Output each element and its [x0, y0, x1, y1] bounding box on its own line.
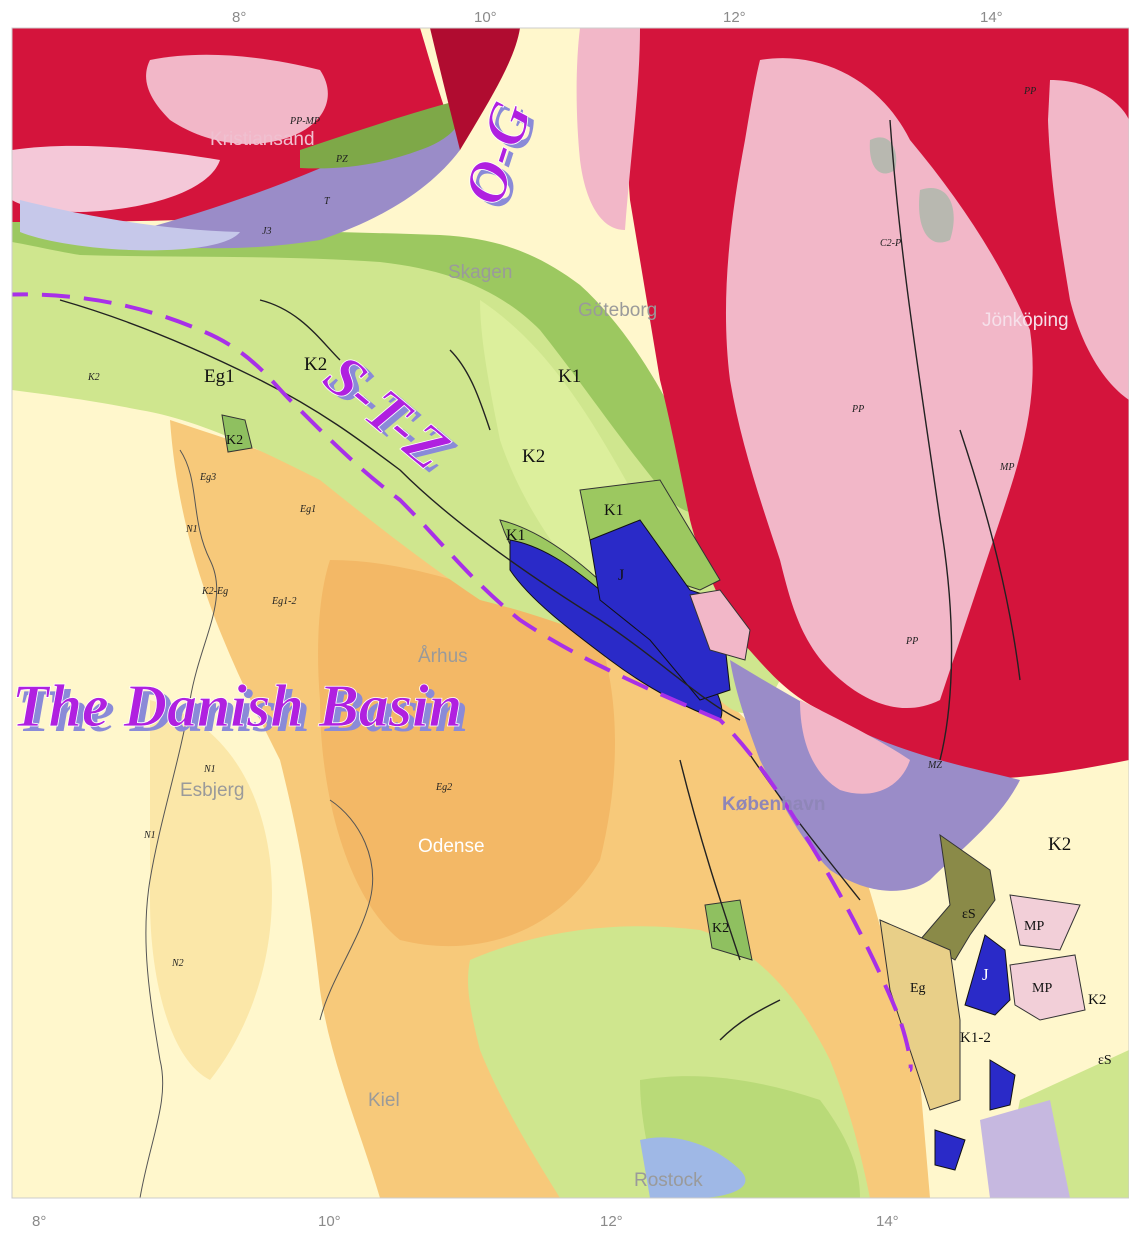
bornholm-jurassic-2 — [934, 1059, 1016, 1171]
kattegat-pink — [689, 589, 751, 661]
unit-label: K1-2 — [960, 1030, 991, 1046]
place-kristiansand: Kristiansand — [210, 129, 315, 150]
unit-label: εS — [1098, 1053, 1112, 1068]
unit-label: Eg — [910, 981, 926, 996]
place-arhus: Århus — [418, 646, 468, 667]
unit-label-small: PZ — [335, 154, 348, 165]
unit-label-small: C2-P — [880, 238, 901, 249]
tick-top-10: 10° — [474, 9, 497, 26]
tick-top-8: 8° — [232, 9, 246, 26]
kattegat-jurassic-2 — [589, 519, 731, 701]
coastline — [139, 449, 374, 1198]
bornholm-jurassic — [964, 934, 1011, 1016]
bornholm-olive — [919, 833, 996, 961]
fault-zone-dashed-line — [12, 292, 913, 1072]
cretaceous-k1-band — [12, 215, 707, 513]
unit-label: K1 — [604, 502, 624, 519]
skane-pink — [800, 700, 910, 794]
longitude-ticks-top: 8° 10° 12° 14° — [232, 9, 1003, 26]
unit-label-small: T — [324, 196, 331, 207]
unit-label-small: N1 — [185, 524, 198, 535]
basin-label: The Danish Basin — [12, 673, 462, 739]
unit-label-small: PP-MP — [289, 116, 320, 127]
tick-top-14: 14° — [980, 9, 1003, 26]
unit-label: K1 — [506, 527, 526, 544]
unit-label-small: PP — [1023, 86, 1036, 97]
rostock-bay — [640, 1137, 746, 1198]
tick-top-12: 12° — [723, 9, 746, 26]
skagerrak-light — [20, 200, 240, 251]
unit-label-small: N1 — [203, 764, 216, 775]
unit-label-small: PP — [851, 404, 864, 415]
map-frame — [11, 27, 1129, 1199]
permian-oslo — [12, 145, 220, 212]
place-odense: Odense — [418, 836, 485, 857]
sweden-pink-east — [1048, 80, 1129, 400]
unit-label: K2 — [522, 446, 545, 467]
unit-label-small: MZ — [927, 760, 942, 771]
unit-label-small: J3 — [262, 226, 271, 237]
unit-label: εS — [962, 907, 976, 922]
unit-label-small: Eg1 — [299, 504, 316, 515]
tick-bottom-14: 14° — [876, 1213, 899, 1230]
skagerrak-green — [300, 100, 463, 169]
palaeogene-inner — [318, 560, 615, 947]
unit-label: J — [618, 567, 624, 584]
unit-label: Eg1 — [204, 366, 235, 387]
kattegat-jurassic — [509, 539, 723, 721]
unit-label-small: K2 — [87, 372, 100, 383]
unit-label: K2 — [226, 433, 243, 448]
k2-island-west — [221, 414, 253, 453]
unit-label: J — [982, 965, 989, 984]
unit-label: K2 — [304, 354, 327, 375]
fault-lines — [59, 119, 1021, 1041]
sweden-pink-belt — [725, 58, 1033, 709]
norway-dark — [430, 28, 520, 150]
unit-label: K2 — [712, 921, 729, 936]
unit-label: MP — [1024, 919, 1044, 934]
unit-label-small: MP — [999, 462, 1014, 473]
unit-label: K1 — [558, 366, 581, 387]
map-body — [12, 28, 1129, 1198]
baltic-purple — [980, 1100, 1070, 1198]
longitude-ticks-bottom: 8° 10° 12° 14° — [32, 1213, 899, 1230]
place-rostock: Rostock — [634, 1170, 703, 1191]
unit-label-small: Eg3 — [199, 472, 216, 483]
basin-label-shadow: The Danish Basin — [18, 678, 468, 744]
sweden-pink-west — [576, 28, 640, 230]
unit-label: K2 — [1048, 834, 1071, 855]
tick-bottom-10: 10° — [318, 1213, 341, 1230]
small-unit-labels: Eg1 Eg2 Eg3 N1 N1 N1 N2 K2 Eg1-2 K2-Eg P… — [87, 86, 1036, 969]
place-names: Skagen Göteborg Jönköping Århus Esbjerg … — [180, 129, 1069, 1191]
unit-label-small: K2-Eg — [201, 586, 228, 597]
unit-label-small: N1 — [143, 830, 156, 841]
unit-labels: K1 K2 K2 K1 K1 J Eg1 K2 K2 K2 Eg J K1-2 … — [204, 354, 1112, 1068]
k2-island-east — [704, 899, 753, 961]
unit-label: K2 — [1088, 992, 1106, 1008]
place-goteborg: Göteborg — [578, 300, 657, 321]
tick-bottom-8: 8° — [32, 1213, 46, 1230]
place-jonkoping: Jönköping — [982, 310, 1069, 331]
neogene-lobe — [150, 700, 272, 1080]
unit-label: MP — [1032, 981, 1052, 996]
place-kobenhavn: København — [722, 794, 825, 815]
bornholm-mp — [1009, 894, 1086, 1021]
unit-label-small: PP — [905, 636, 918, 647]
norway-pink — [146, 54, 328, 144]
tick-bottom-12: 12° — [600, 1213, 623, 1230]
place-skagen: Skagen — [448, 262, 512, 283]
unit-label-small: Eg2 — [435, 782, 452, 793]
place-esbjerg: Esbjerg — [180, 780, 244, 801]
sweden-grey — [869, 137, 954, 243]
place-kiel: Kiel — [368, 1090, 400, 1111]
unit-label-small: N2 — [171, 958, 184, 969]
unit-label-small: Eg1-2 — [271, 596, 296, 607]
